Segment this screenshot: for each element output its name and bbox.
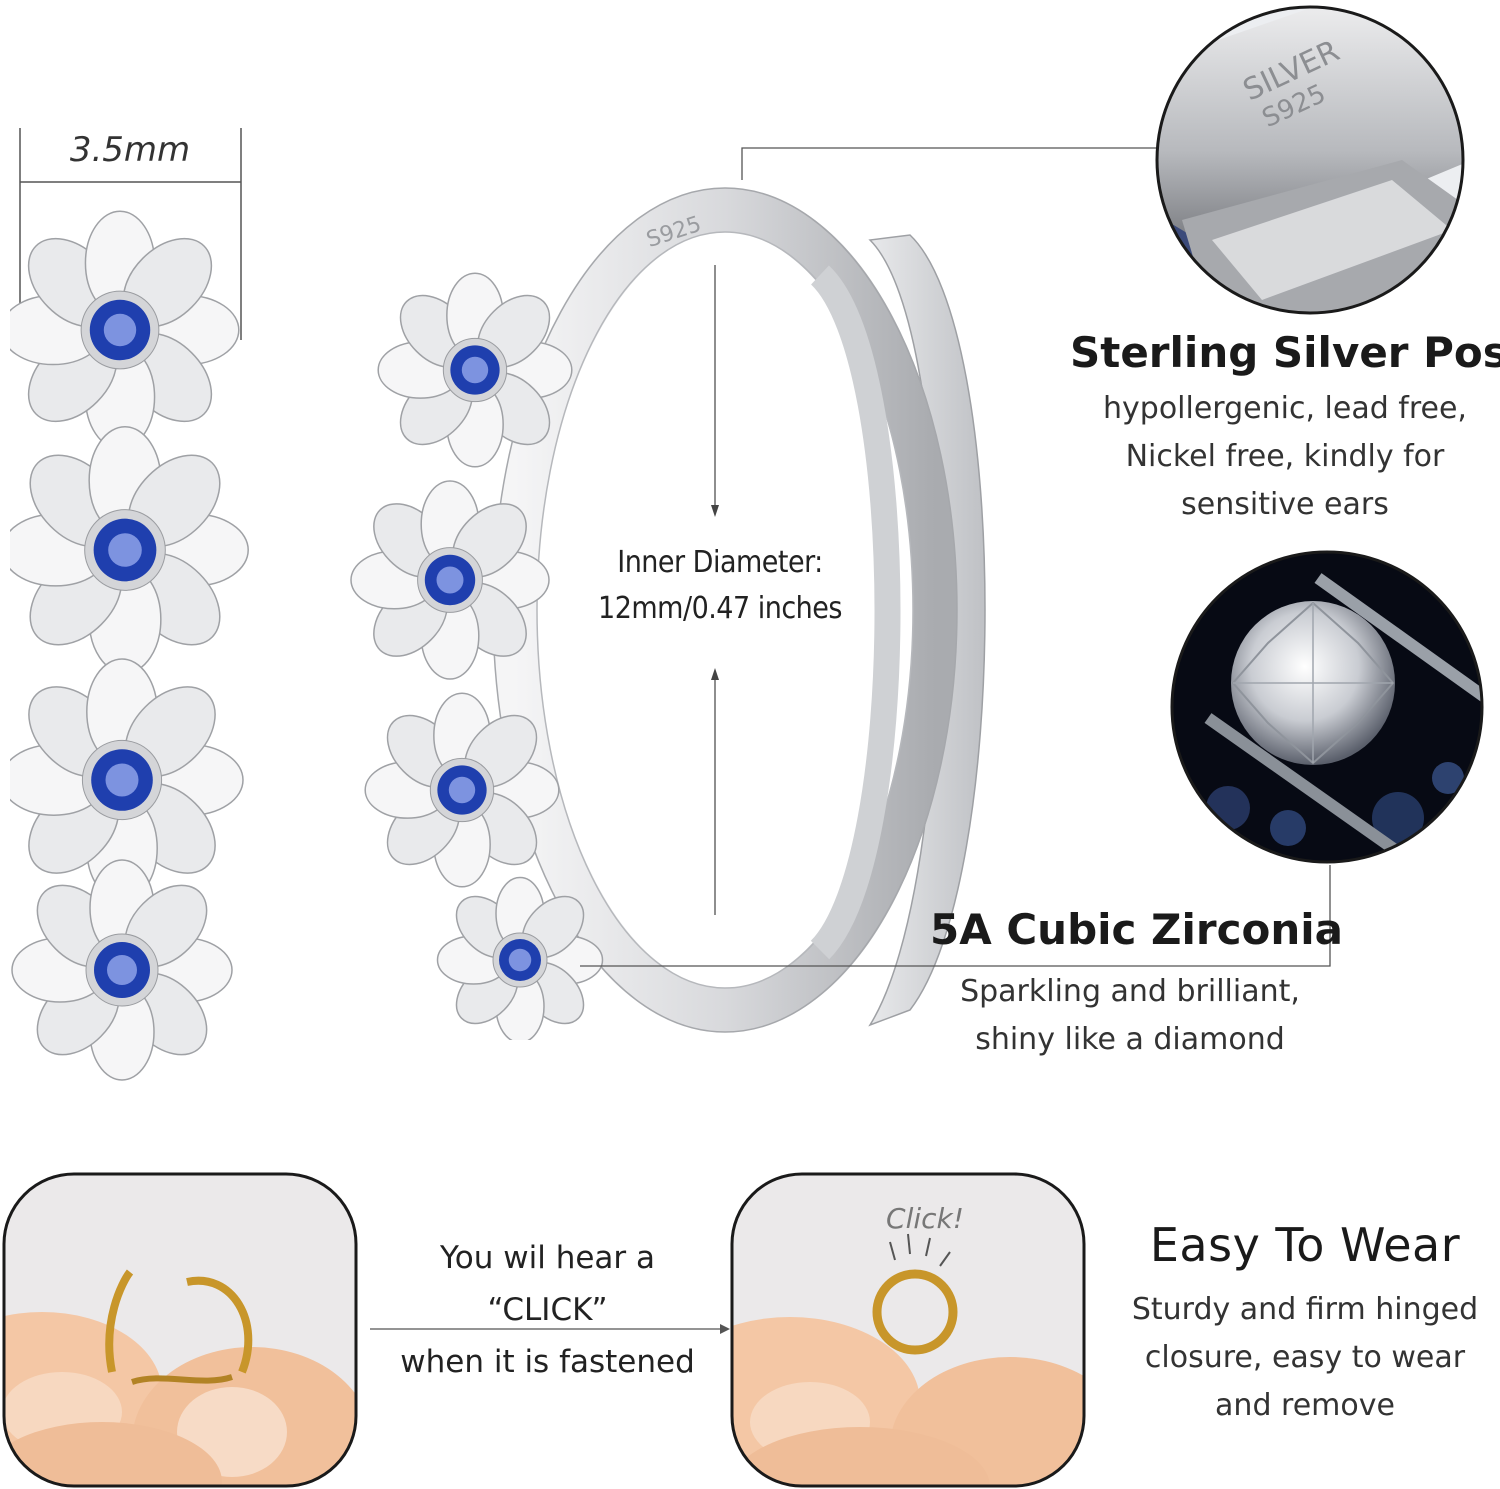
feature-zirconia-line: shiny like a diamond xyxy=(975,1022,1285,1057)
feature-silver-line: Nickel free, kindly for xyxy=(1125,439,1445,474)
feature-silver: Sterling Silver Post hypollergenic, lead… xyxy=(1070,328,1500,529)
feature-easy-line: and remove xyxy=(1215,1388,1395,1423)
click-line: when it is fastened xyxy=(400,1344,695,1380)
width-label: 3.5mm xyxy=(69,130,191,170)
open-earring-photo xyxy=(2,1172,358,1488)
feature-easy-line: Sturdy and firm hinged xyxy=(1131,1292,1479,1327)
daisy-flower xyxy=(377,272,573,468)
feature-silver-line: sensitive ears xyxy=(1181,487,1389,522)
leader-lines xyxy=(560,140,1340,970)
daisy-flower xyxy=(10,210,240,450)
click-line: “CLICK” xyxy=(487,1292,608,1328)
feature-easy-line: closure, easy to wear xyxy=(1144,1340,1466,1375)
zirconia-image xyxy=(1168,548,1486,866)
closed-earring-photo xyxy=(730,1172,1086,1488)
feature-easy-title: Easy To Wear xyxy=(1149,1218,1461,1272)
inner-diameter-label: Inner Diameter: 12mm/0.47 inches xyxy=(560,540,880,632)
daisy-flower xyxy=(11,859,233,1081)
feature-zirconia-line: Sparkling and brilliant, xyxy=(960,974,1300,1009)
daisy-flower xyxy=(436,876,604,1040)
hoop-earring-image: S925 xyxy=(350,180,1040,1040)
click-instruction: You wil hear a “CLICK” when it is fasten… xyxy=(370,1232,725,1388)
click-line: You wil hear a xyxy=(439,1240,656,1276)
feature-zirconia: 5A Cubic Zirconia Sparkling and brillian… xyxy=(930,905,1344,1064)
feature-easy: Easy To Wear Sturdy and firm hinged clos… xyxy=(1100,1218,1500,1430)
daisy-flower xyxy=(350,480,550,680)
daisy-flower xyxy=(10,658,244,902)
feature-silver-title: Sterling Silver Post xyxy=(1070,328,1500,377)
earring-side-view xyxy=(10,190,250,1100)
feature-silver-line: hypollergenic, lead free, xyxy=(1103,391,1467,426)
silver-bar-image: SILVER S925 xyxy=(1152,0,1468,320)
inner-diameter-line2: 12mm/0.47 inches xyxy=(598,591,842,626)
click-sound-word: Click! xyxy=(886,1202,964,1235)
click-arrow xyxy=(370,1322,730,1336)
inner-diameter-arrow xyxy=(705,265,725,915)
feature-zirconia-title: 5A Cubic Zirconia xyxy=(930,905,1344,954)
daisy-flower xyxy=(364,692,560,888)
inner-diameter-line1: Inner Diameter: xyxy=(617,545,823,580)
daisy-flower xyxy=(10,426,249,674)
